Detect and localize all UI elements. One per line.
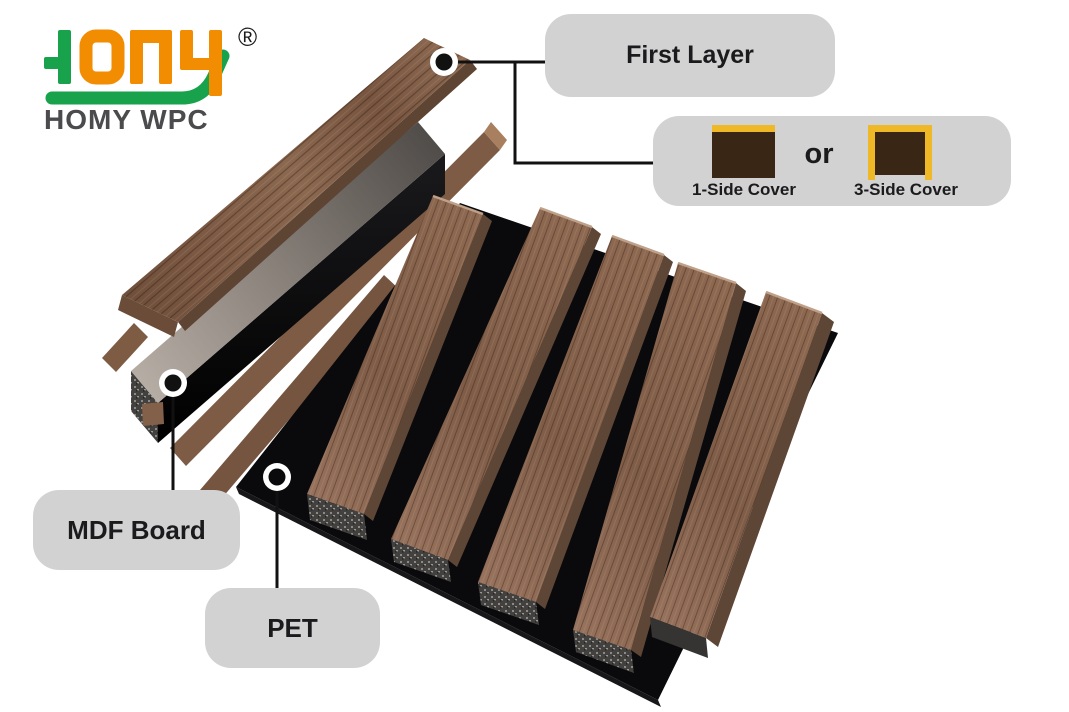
wood-slat-3: [478, 234, 673, 625]
three-side-cover-icon: [868, 125, 932, 180]
logo-letter-h: [44, 30, 71, 84]
slat-side: [364, 214, 492, 521]
plank-grain-overlay: [122, 38, 470, 322]
connector-cover-options: [513, 62, 654, 165]
slat-grain: [573, 263, 736, 650]
mdf-board-label: MDF Board: [33, 490, 240, 570]
wood-slat-4: [573, 261, 746, 673]
slat-end-face: [478, 582, 539, 625]
homy-logo: ® HOMY WPC: [44, 22, 264, 140]
first-layer-label-text: First Layer: [626, 41, 754, 69]
homy-wordmark: ®: [44, 22, 257, 105]
wood-slat-5: [650, 290, 834, 658]
slat-side: [631, 283, 746, 657]
marker-pet: [263, 463, 291, 491]
logo-letter-y: [180, 30, 222, 96]
slat-end-face: [573, 630, 634, 673]
slat-end-face: [307, 494, 367, 540]
slat-top-edge: [765, 290, 823, 315]
slat-grain: [478, 236, 664, 602]
mdf-bottom-tab: [142, 402, 164, 426]
slat-side: [448, 227, 601, 567]
marker-first-layer: [430, 48, 458, 76]
wood-slat-1: [307, 194, 492, 540]
first-layer-label: First Layer: [545, 14, 835, 97]
mdf-board-3d: [131, 122, 445, 443]
pet-panel-thickness: [236, 487, 661, 707]
trim-strip-lower: [200, 275, 400, 505]
mdf-side-face: [158, 154, 445, 443]
three-side-cover-label: 3-Side Cover: [854, 180, 958, 199]
one-side-cover-label: 1-Side Cover: [692, 180, 796, 199]
plank-side-face: [178, 60, 477, 331]
mdf-board-label-text: MDF Board: [67, 514, 206, 545]
logo-letter-m: [130, 30, 172, 84]
or-text: or: [804, 138, 834, 170]
logo-letter-o: [79, 29, 125, 85]
trim-strip-back: [102, 323, 148, 372]
slat-grain: [307, 196, 483, 514]
registered-mark: ®: [238, 24, 257, 52]
slat-side: [536, 255, 673, 609]
pet-label: PET: [205, 588, 380, 668]
slat-grain: [391, 208, 592, 560]
slat-end-face: [391, 539, 451, 582]
slat-side: [706, 313, 834, 647]
wood-slats: [307, 194, 834, 673]
wood-slat-2: [391, 206, 601, 582]
one-side-cover-icon: [712, 125, 775, 178]
callout-connectors: [171, 60, 654, 589]
pet-label-text: PET: [267, 612, 318, 643]
callout-markers: [159, 48, 458, 491]
slat-grain: [650, 292, 822, 638]
slat-top-edge: [611, 234, 665, 257]
slat-end-face: [650, 617, 708, 658]
plank-end-face: [118, 295, 178, 337]
slat-top-edge: [677, 261, 737, 285]
cover-options-box: or 1-Side Cover 3-Side Cover: [653, 116, 1011, 206]
first-layer-board: [118, 38, 477, 337]
logo-subtitle: HOMY WPC: [44, 104, 209, 135]
mdf-top-face: [131, 122, 445, 403]
trim-strip-side-wall-tip: [484, 122, 507, 150]
marker-mdf: [159, 369, 187, 397]
slat-top-edge: [539, 206, 593, 229]
slat-top-edge: [432, 194, 484, 216]
